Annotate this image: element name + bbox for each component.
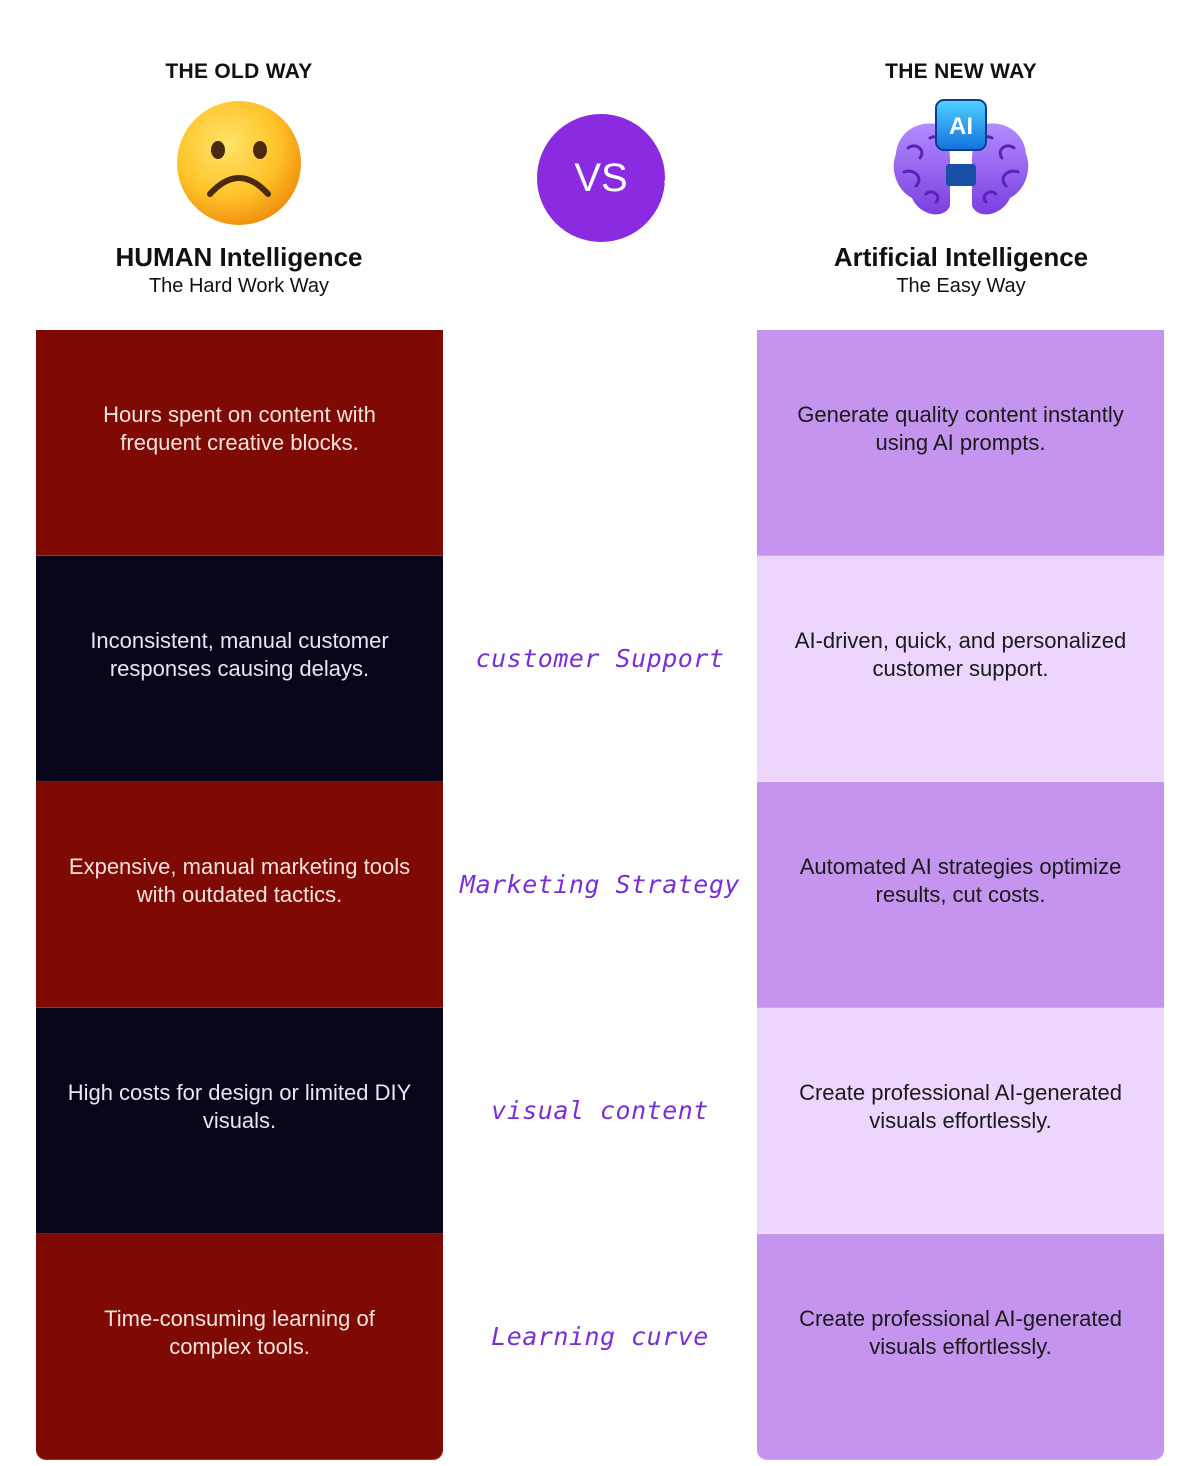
old-way-title: HUMAN Intelligence — [115, 242, 363, 272]
old-way-heading: THE OLD WAY — [165, 60, 313, 83]
new-way-title: Artificial Intelligence — [833, 242, 1089, 272]
old-way-row: Hours spent on content with frequent cre… — [36, 330, 443, 556]
new-way-header: THE NEW WAY — [664, 32, 1164, 332]
category-label: Learning curve — [491, 1322, 709, 1351]
old-way-row: Inconsistent, manual customer responses … — [36, 556, 443, 782]
new-way-column: Generate quality content instantly using… — [757, 330, 1164, 1460]
category-label: Marketing Strategy — [460, 870, 740, 899]
ai-chip-text: AI — [949, 113, 973, 140]
new-way-row: Create professional AI-generated visuals… — [757, 1008, 1164, 1234]
old-way-row: Time-consuming learning of complex tools… — [36, 1234, 443, 1460]
category-column: customer Support Marketing Strategy visu… — [443, 0, 757, 1466]
ai-brain-icon: AI — [893, 98, 1029, 228]
old-way-row: High costs for design or limited DIY vis… — [36, 1008, 443, 1234]
old-way-header: THE OLD WAY HUMAN Intelli — [36, 32, 536, 332]
new-way-row: Generate quality content instantly using… — [757, 330, 1164, 556]
new-way-row: Automated AI strategies optimize results… — [757, 782, 1164, 1008]
old-way-column: Hours spent on content with frequent cre… — [36, 330, 443, 1460]
new-way-row: AI-driven, quick, and personalized custo… — [757, 556, 1164, 782]
new-way-heading: THE NEW WAY — [885, 60, 1037, 83]
category-label: visual content — [491, 1096, 709, 1125]
sad-face-icon — [174, 98, 304, 228]
old-way-row: Expensive, manual marketing tools with o… — [36, 782, 443, 1008]
category-label: customer Support — [475, 644, 725, 673]
vs-badge: VS — [537, 114, 665, 242]
vs-label: VS — [574, 155, 628, 200]
old-way-subtitle: The Hard Work Way — [148, 275, 330, 297]
new-way-subtitle: The Easy Way — [896, 275, 1026, 297]
new-way-row: Create professional AI-generated visuals… — [757, 1234, 1164, 1460]
